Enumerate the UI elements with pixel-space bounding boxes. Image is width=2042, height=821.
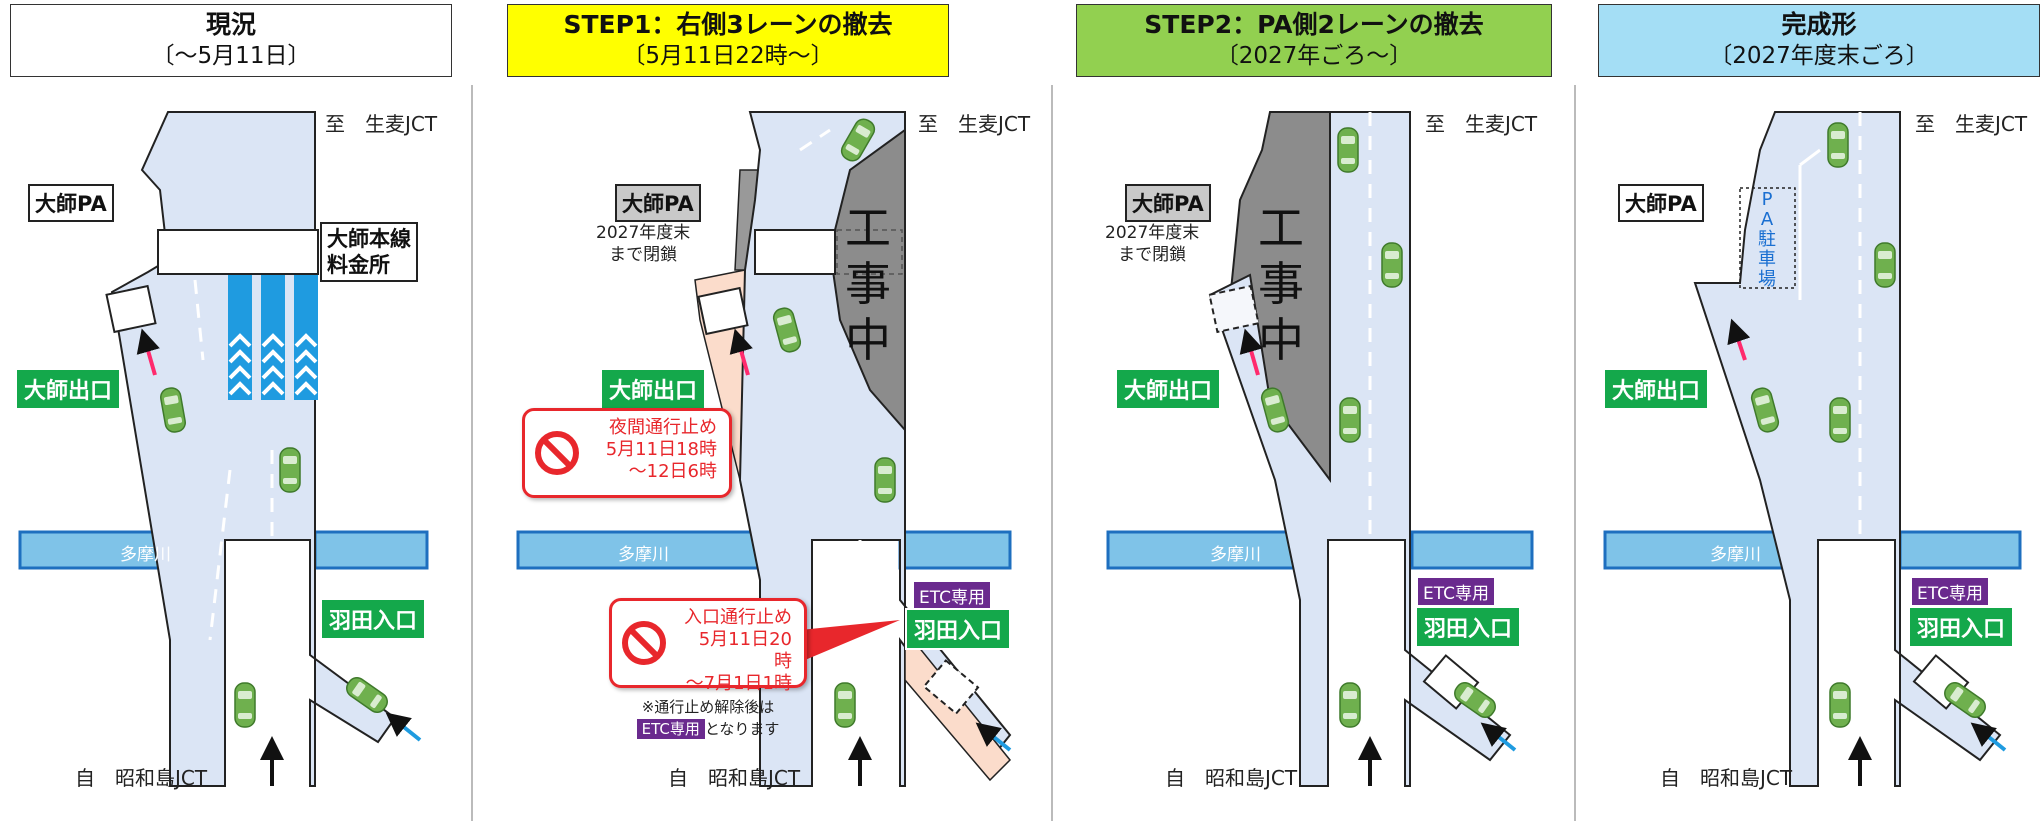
header-subtitle: 〔2027年ごろ～〕 (1215, 43, 1413, 69)
entrance-label: 羽田入口 (905, 608, 1012, 650)
header-title: 完成形 (1781, 10, 1857, 39)
no-entry-icon (535, 431, 579, 475)
header-subtitle: 〔5月11日22時～〕 (622, 43, 834, 69)
release-note: ※通行止め解除後は ETC専用となります (618, 696, 798, 740)
destination-label: 至 生麦JCT (1425, 112, 1538, 136)
closed-note: 2027年度末 まで閉鎖 (1105, 223, 1200, 265)
note-text: となります (704, 720, 780, 738)
panel-current-map (18, 111, 429, 787)
river-label: 多摩川 (618, 545, 669, 565)
entrance-label: 羽田入口 (1415, 606, 1522, 648)
closed-note: 2027年度末 まで閉鎖 (596, 223, 691, 265)
exit-label: 大師出口 (600, 368, 707, 410)
panel-final-map (1603, 111, 2022, 787)
construction-label: 工 事 中 (1258, 201, 1304, 367)
night-closure-callout: 夜間通行止め 5月11日18時 ～12日6時 (522, 408, 732, 498)
etc-badge: ETC専用 (914, 582, 990, 609)
closure-text: 入口通行止め (684, 607, 792, 628)
header-title: STEP2：PA側2レーンの撤去 (1144, 10, 1484, 39)
header-title: 現況 (205, 10, 256, 39)
header-subtitle: 〔2027年度末ごろ〕 (1709, 43, 1929, 69)
pa-label: 大師PA (1125, 184, 1211, 222)
closure-text: ～12日6時 (628, 461, 717, 482)
parking-label: P A 駐 車 場 (1758, 189, 1776, 290)
tollgate-label: 大師本線 料金所 (320, 222, 418, 282)
closure-text: 5月11日20時 (698, 629, 792, 672)
entrance-label: 羽田入口 (1908, 606, 2015, 648)
etc-badge: ETC専用 (1418, 578, 1494, 605)
exit-label: 大師出口 (15, 368, 122, 410)
no-entry-icon (622, 621, 666, 665)
river-label: 多摩川 (1210, 545, 1261, 565)
origin-label: 自 昭和島JCT (668, 766, 801, 790)
origin-label: 自 昭和島JCT (1165, 766, 1298, 790)
construction-label: 工 事 中 (845, 201, 891, 367)
header-step1: STEP1：右側3レーンの撤去 〔5月11日22時～〕 (507, 4, 949, 77)
destination-label: 至 生麦JCT (918, 112, 1031, 136)
origin-label: 自 昭和島JCT (1660, 766, 1793, 790)
destination-label: 至 生麦JCT (325, 112, 438, 136)
river-label: 多摩川 (120, 545, 171, 565)
panel-step1-map (516, 111, 1012, 787)
header-final: 完成形 〔2027年度末ごろ〕 (1598, 4, 2040, 77)
note-line2: ETC専用となります (618, 718, 798, 740)
pa-label: 大師PA (1618, 184, 1704, 222)
panel-step2-map (1106, 111, 1534, 787)
note-text: ※通行止め解除後は (641, 698, 775, 716)
exit-label: 大師出口 (1115, 368, 1222, 410)
origin-label: 自 昭和島JCT (75, 766, 208, 790)
closure-text: ～7月1日1時 (685, 673, 792, 694)
pa-label: 大師PA (615, 184, 701, 222)
header-step2: STEP2：PA側2レーンの撤去 〔2027年ごろ～〕 (1076, 4, 1552, 77)
entrance-label: 羽田入口 (320, 598, 427, 640)
etc-badge: ETC専用 (1912, 578, 1988, 605)
entry-closure-callout: 入口通行止め 5月11日20時 ～7月1日1時 (609, 598, 807, 694)
river-label: 多摩川 (1710, 545, 1761, 565)
pa-label: 大師PA (28, 184, 114, 222)
header-subtitle: 〔～5月11日〕 (151, 43, 311, 69)
closure-text: 夜間通行止め (609, 417, 717, 438)
etc-badge: ETC専用 (636, 719, 705, 739)
closure-text: 5月11日18時 (605, 439, 717, 460)
header-current: 現況 〔～5月11日〕 (10, 4, 452, 77)
header-title: STEP1：右側3レーンの撤去 (563, 10, 893, 39)
exit-label: 大師出口 (1603, 368, 1710, 410)
destination-label: 至 生麦JCT (1915, 112, 2028, 136)
